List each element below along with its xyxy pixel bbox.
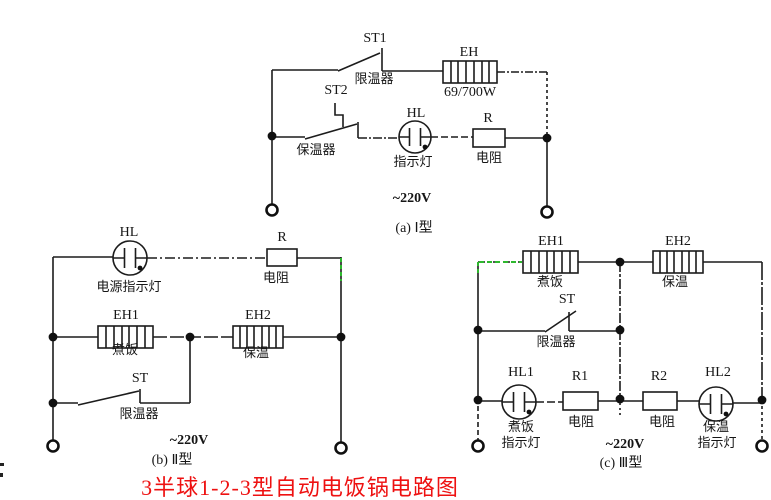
b-caption: (b) Ⅱ型	[151, 453, 193, 468]
b-hl-name: 电源指示灯	[96, 279, 162, 294]
b-terminal-right	[334, 441, 348, 455]
c-r2-ref: R2	[650, 369, 668, 384]
c-caption: (c) Ⅲ型	[599, 456, 643, 471]
a-hl-lamp-icon	[398, 120, 432, 154]
a-eh-ref: EH	[459, 45, 479, 60]
circuit-c-type3	[471, 250, 769, 453]
c-eh1-name: 煮饭	[536, 274, 564, 289]
b-terminal-left	[46, 439, 60, 453]
c-terminal-right	[755, 439, 769, 453]
c-hl2-name-line1: 保温	[702, 419, 730, 434]
c-hl2-ref: HL2	[705, 365, 731, 380]
c-voltage: ~220V	[605, 437, 645, 452]
a-hl-ref: HL	[406, 106, 426, 121]
c-hl2-lamp-icon	[698, 386, 734, 422]
b-st-name: 限温器	[119, 406, 159, 421]
a-r-ref: R	[483, 111, 493, 126]
b-eh1-name: 煮饭	[111, 342, 139, 357]
c-eh1-ref: EH1	[538, 234, 564, 249]
a-voltage: ~220V	[392, 191, 432, 206]
a-eh-heater-icon	[442, 60, 498, 84]
b-hl-lamp-icon	[112, 240, 148, 276]
a-st2-ref: ST2	[324, 83, 348, 98]
b-junction-3	[185, 332, 195, 342]
a-r-resistor-icon	[472, 128, 506, 148]
c-hl1-name-line1: 煮饭	[507, 419, 535, 434]
b-voltage: ~220V	[169, 433, 209, 448]
a-terminal-left	[265, 203, 279, 217]
c-hl1-ref: HL1	[508, 365, 534, 380]
b-eh2-heater-icon	[232, 325, 284, 349]
c-junction-2	[473, 325, 483, 335]
c-r2-name: 电阻	[648, 414, 676, 429]
c-eh2-ref: EH2	[665, 234, 691, 249]
c-st-ref: ST	[558, 292, 576, 307]
c-eh2-name: 保温	[661, 274, 689, 289]
b-eh2-ref: EH2	[245, 308, 271, 323]
circuit-a-type1	[265, 48, 554, 219]
b-r-resistor-icon	[266, 248, 298, 267]
c-junction-4	[473, 395, 483, 405]
a-st1-switch-icon	[337, 48, 443, 72]
b-st-ref: ST	[131, 371, 149, 386]
b-st-switch-icon	[53, 389, 190, 406]
a-hl-name: 指示灯	[393, 154, 433, 169]
a-junction-left	[267, 131, 277, 141]
a-caption: (a) Ⅰ型	[395, 221, 433, 236]
b-r-ref: R	[277, 230, 287, 245]
c-junction-3	[615, 325, 625, 335]
a-eh-rating: 69/700W	[443, 85, 497, 100]
b-eh2-name: 保温	[242, 345, 270, 360]
c-r1-ref: R1	[571, 369, 589, 384]
scan-artifact	[0, 463, 4, 477]
c-st-name: 限温器	[536, 334, 576, 349]
c-junction-6	[757, 395, 767, 405]
c-hl1-lamp-icon	[501, 384, 537, 420]
c-junction-5	[615, 394, 625, 404]
c-terminal-left	[471, 439, 485, 453]
a-r-name: 电阻	[475, 150, 503, 165]
b-eh1-ref: EH1	[113, 308, 139, 323]
a-terminal-right	[540, 205, 554, 219]
b-r-name: 电阻	[262, 270, 290, 285]
c-hl1-name-line2: 指示灯	[501, 435, 541, 450]
c-eh1-heater-icon	[522, 250, 579, 274]
b-junction-2	[48, 398, 58, 408]
c-junction-1	[615, 257, 625, 267]
c-r1-name: 电阻	[567, 414, 595, 429]
b-eh1-heater-icon	[97, 325, 154, 349]
c-st-switch-icon	[478, 310, 620, 333]
page-title: 3半球1-2-3型自动电饭锅电路图	[141, 475, 459, 500]
b-junction-4	[336, 332, 346, 342]
a-st2-name: 保温器	[296, 142, 336, 157]
c-hl2-name-line2: 指示灯	[697, 435, 737, 450]
a-junction-right	[542, 133, 552, 143]
a-st1-name: 限温器	[354, 71, 394, 86]
circuit-b-type2	[46, 240, 348, 455]
c-r2-resistor-icon	[642, 391, 678, 411]
c-eh2-heater-icon	[652, 250, 704, 274]
b-junction-1	[48, 332, 58, 342]
b-hl-ref: HL	[119, 225, 139, 240]
c-r1-resistor-icon	[562, 391, 599, 411]
a-st2-switch-icon	[272, 103, 399, 140]
a-st1-ref: ST1	[363, 31, 387, 46]
